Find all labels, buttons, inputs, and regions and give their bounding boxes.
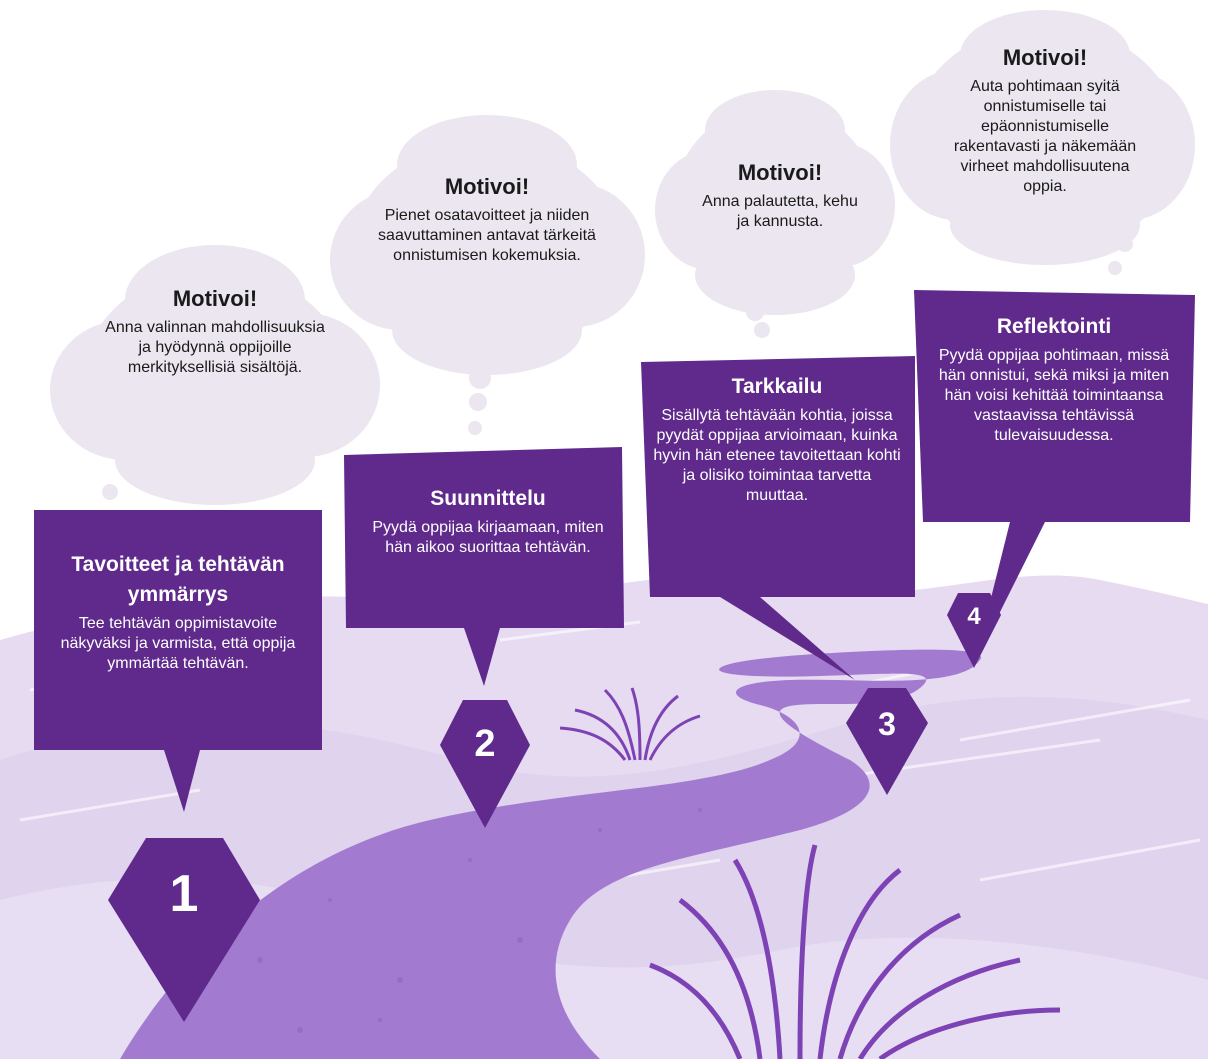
- step-box-3: [641, 356, 915, 680]
- cloud-4: [890, 10, 1195, 275]
- cloud-4-bubble-2: [1108, 261, 1122, 275]
- step-3-text: Tarkkailu Sisällytä tehtävään kohtia, jo…: [652, 372, 902, 506]
- path-speckles: [257, 808, 702, 1033]
- step-3-title: Tarkkailu: [731, 375, 823, 398]
- cloud-4-body: Auta pohtimaan syitä onnistumiselle tai …: [953, 78, 1137, 195]
- step-4-body: Pyydä oppijaa pohtimaan, missä hän onnis…: [938, 347, 1170, 444]
- cloud-2-title: Motivoi!: [444, 174, 530, 199]
- pin-3-number: 3: [878, 706, 896, 742]
- cloud-3: [655, 90, 895, 338]
- step-2-body: Pyydä oppijaa kirjaamaan, miten hän aiko…: [372, 519, 604, 556]
- step-3-body: Sisällytä tehtävään kohtia, joissa pyydä…: [653, 407, 901, 504]
- cloud-1-title: Motivoi!: [172, 286, 258, 311]
- step-1-text: Tavoitteet ja tehtävän ymmärrys Tee teht…: [50, 550, 306, 674]
- step-box-1: [34, 510, 322, 812]
- cloud-2-bubble-2: [469, 393, 487, 411]
- pin-2: [440, 700, 530, 828]
- grass-tuft-large: [649, 844, 1061, 1059]
- cloud-4-title: Motivoi!: [1002, 45, 1088, 70]
- pin-2-number: 2: [474, 723, 496, 765]
- cloud-1-body: Anna valinnan mahdollisuuksia ja hyödynn…: [105, 319, 325, 376]
- cloud-4-bubble-1: [1117, 236, 1133, 252]
- grass-tuft-small: [559, 687, 701, 761]
- step-1-body: Tee tehtävän oppimistavoite näkyväksi ja…: [60, 615, 296, 672]
- cloud-3-text: Motivoi! Anna palautetta, kehu ja kannus…: [700, 160, 860, 232]
- pin-1-number: 1: [169, 865, 199, 923]
- cloud-2-bubble-3: [468, 421, 482, 435]
- pin-1: [108, 838, 260, 1022]
- cloud-2-bubble-1: [469, 367, 491, 389]
- cloud-1-text: Motivoi! Anna valinnan mahdollisuuksia j…: [105, 286, 325, 378]
- pin-4-number: 4: [967, 603, 981, 630]
- cloud-4-text: Motivoi! Auta pohtimaan syitä onnistumis…: [945, 45, 1145, 197]
- pin-4: [947, 593, 1001, 668]
- step-4-text: Reflektointi Pyydä oppijaa pohtimaan, mi…: [930, 312, 1178, 446]
- cloud-1-bubble-2: [102, 484, 118, 500]
- step-4-title: Reflektointi: [996, 315, 1112, 338]
- cloud-3-body: Anna palautetta, kehu ja kannusta.: [702, 193, 858, 230]
- cloud-3-bubble-1: [746, 303, 764, 321]
- step-2-text: Suunnittelu Pyydä oppijaa kirjaamaan, mi…: [368, 484, 608, 558]
- cloud-1: [50, 245, 380, 505]
- winding-path: [120, 649, 982, 1059]
- step-1-title: Tavoitteet ja tehtävän ymmärrys: [71, 553, 285, 606]
- cloud-2: [330, 115, 645, 435]
- cloud-2-body: Pienet osatavoitteet ja niiden saavuttam…: [378, 207, 596, 264]
- pin-3: [846, 688, 928, 795]
- step-box-4: [914, 290, 1195, 662]
- step-box-2: [344, 447, 624, 686]
- cloud-3-bubble-2: [754, 322, 770, 338]
- cloud-3-title: Motivoi!: [737, 160, 823, 185]
- step-2-title: Suunnittelu: [430, 487, 546, 510]
- cloud-1-bubble-1: [117, 451, 139, 473]
- cloud-2-text: Motivoi! Pienet osatavoitteet ja niiden …: [378, 174, 596, 266]
